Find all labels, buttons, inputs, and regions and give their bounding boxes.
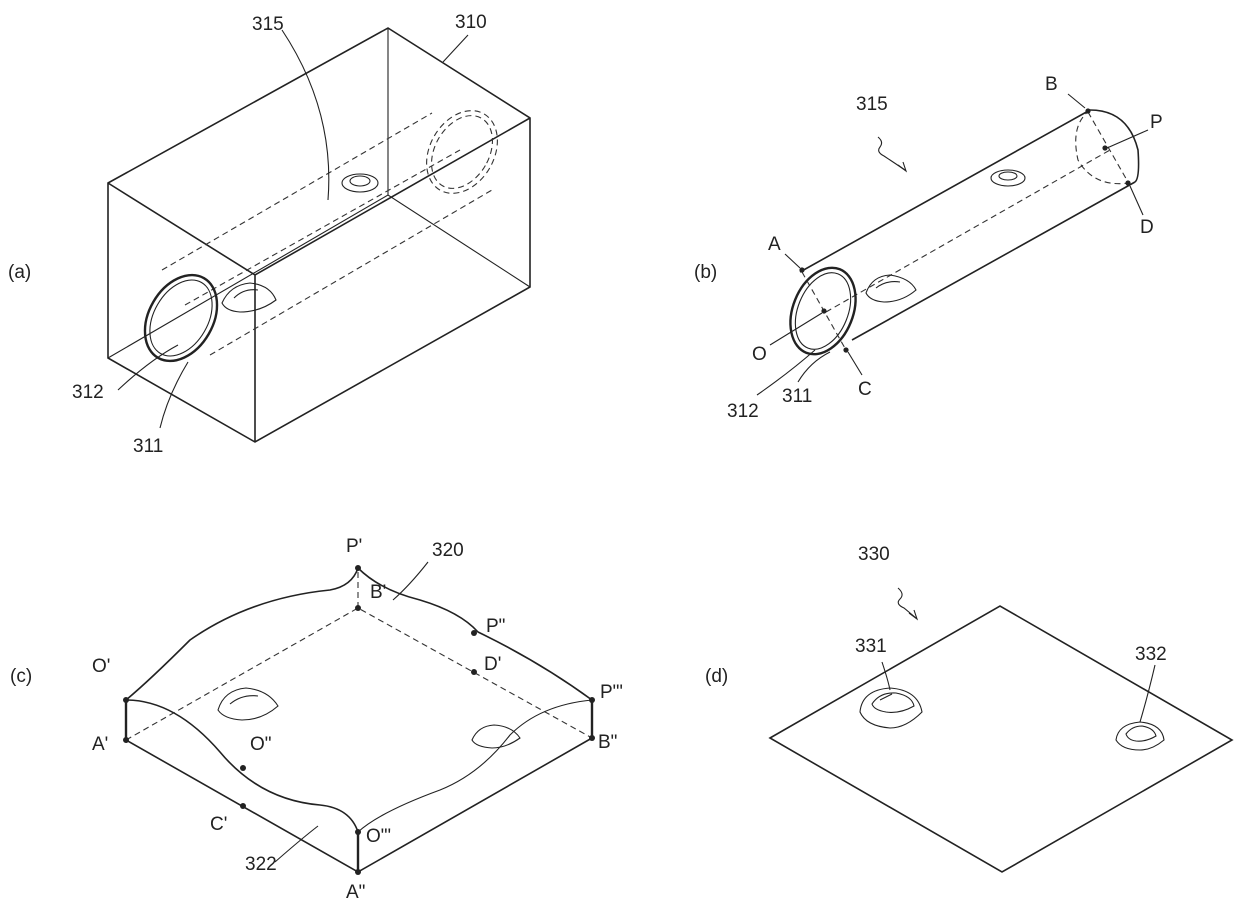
leader-C: [848, 352, 862, 375]
ref-330: 330: [858, 544, 890, 565]
bump-c-right: [472, 725, 520, 748]
leader-322: [275, 826, 318, 862]
point-P: P: [1150, 112, 1163, 133]
leader-B: [1068, 94, 1085, 108]
panel-d-label: (d): [705, 666, 728, 687]
cylinder-far-end: [412, 98, 511, 206]
panel-b-label: (b): [694, 262, 717, 283]
point-C1: C': [210, 814, 227, 835]
bump-c-left: [218, 688, 278, 720]
arrow-330: [909, 610, 917, 619]
ref-311-b: 311: [782, 386, 812, 407]
point-P2: P": [486, 616, 505, 637]
far-end-front: [1090, 110, 1139, 182]
ref-315-b: 315: [856, 94, 888, 115]
bump-rear: [342, 174, 378, 192]
point-O: O: [752, 344, 767, 365]
bump-331-inner: [872, 693, 914, 712]
ref-311-a: 311: [133, 436, 163, 457]
point-A2: A": [346, 882, 365, 903]
ref-312-b: 312: [727, 401, 759, 422]
wavy-top-front-right: [358, 700, 592, 832]
bump-b-front: [866, 275, 916, 302]
leader-311-b: [798, 352, 830, 382]
ref-331: 331: [855, 636, 887, 657]
wavy-top-back: [126, 568, 592, 700]
point-P1: P': [346, 536, 362, 557]
ref-312-a: 312: [72, 382, 104, 403]
leader-312-a: [118, 345, 178, 390]
point-B1: B': [370, 582, 386, 603]
point-A: A: [768, 234, 781, 255]
point-D: D: [1140, 217, 1154, 238]
point-O2: O": [250, 734, 272, 755]
point-B2: B": [598, 732, 617, 753]
bump-332-inner: [1126, 726, 1156, 741]
panel-d: (d) 330 331 332: [705, 544, 1232, 872]
ref-315-a: 315: [252, 14, 284, 35]
point-C: C: [858, 379, 872, 400]
ref-320: 320: [432, 540, 464, 561]
squiggle-315-b: [878, 137, 905, 170]
point-A1: A': [92, 734, 108, 755]
point-O1: O': [92, 656, 110, 677]
panel-a: (a) 315 310 312 311: [8, 12, 530, 457]
panel-c: (c) 320 322 P' B' P" D' P"' B" O' A' O" …: [10, 536, 623, 903]
point-B: B: [1045, 74, 1058, 95]
ref-322: 322: [245, 854, 277, 875]
panel-b: (b) 315 A B P D O C 312 311: [694, 74, 1163, 422]
leader-331: [882, 662, 890, 690]
leader-320: [393, 562, 428, 600]
ref-310: 310: [455, 12, 487, 33]
leader-A: [785, 254, 800, 268]
leader-D: [1130, 186, 1143, 215]
leader-310: [443, 35, 468, 62]
arrow-315-b: [898, 162, 906, 171]
ref-332: 332: [1135, 644, 1167, 665]
panel-a-label: (a): [8, 262, 31, 283]
cylinder-far-end-inner: [419, 105, 505, 200]
ring-outer: [130, 262, 231, 374]
bump-b-rear-inner: [999, 172, 1017, 180]
leader-315-a: [282, 30, 329, 200]
squiggle-330: [898, 588, 916, 618]
panel-c-label: (c): [10, 666, 32, 687]
flat-back-edges: [126, 568, 592, 740]
point-P3: P"': [600, 682, 623, 703]
point-O3: O"': [366, 826, 391, 847]
point-D1: D': [484, 654, 501, 675]
bump-rear-inner: [350, 176, 370, 186]
leader-P: [1107, 130, 1148, 148]
